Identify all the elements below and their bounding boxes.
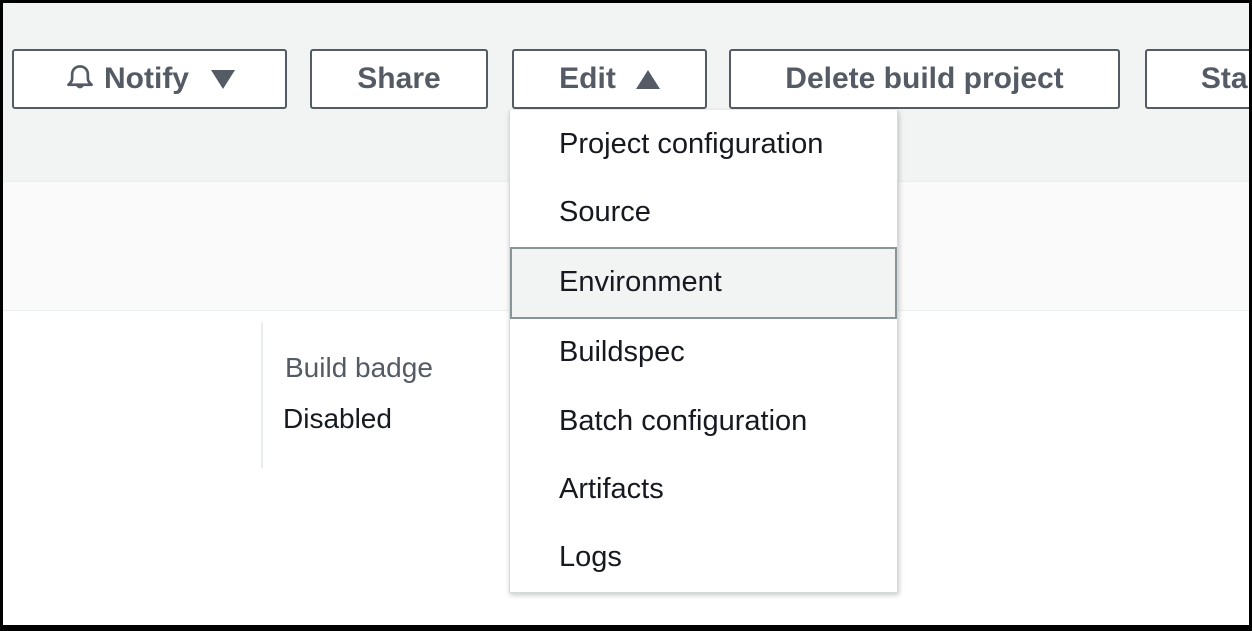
menu-item-batch-configuration[interactable]: Batch configuration — [559, 404, 808, 437]
chevron-down-icon — [211, 69, 235, 89]
menu-item-project-configuration[interactable]: Project configuration — [559, 127, 824, 160]
share-button-label: Share — [357, 62, 441, 95]
menu-item-source[interactable]: Source — [559, 195, 651, 228]
menu-item-buildspec[interactable]: Buildspec — [559, 336, 685, 369]
bell-icon — [67, 65, 93, 89]
menu-item-environment[interactable]: Environment — [510, 246, 897, 319]
build-badge-label: Build badge — [285, 352, 433, 383]
menu-item-artifacts[interactable]: Artifacts — [559, 473, 664, 506]
menu-item-logs[interactable]: Logs — [559, 541, 622, 574]
edit-button-label: Edit — [559, 62, 616, 95]
delete-button-label: Delete build project — [785, 62, 1064, 95]
notify-button[interactable]: Notify — [12, 49, 287, 109]
edit-dropdown-menu: Project configuration Source Environment… — [509, 110, 898, 593]
column-divider — [261, 322, 263, 468]
start-button-label: Star — [1200, 62, 1249, 95]
chevron-up-icon — [635, 69, 660, 89]
notify-button-label: Notify — [104, 62, 189, 95]
delete-build-project-button[interactable]: Delete build project — [729, 49, 1120, 109]
edit-button[interactable]: Edit — [512, 49, 707, 109]
share-button[interactable]: Share — [310, 49, 488, 109]
start-build-button[interactable]: Star — [1145, 49, 1249, 109]
build-badge-value: Disabled — [283, 403, 392, 434]
